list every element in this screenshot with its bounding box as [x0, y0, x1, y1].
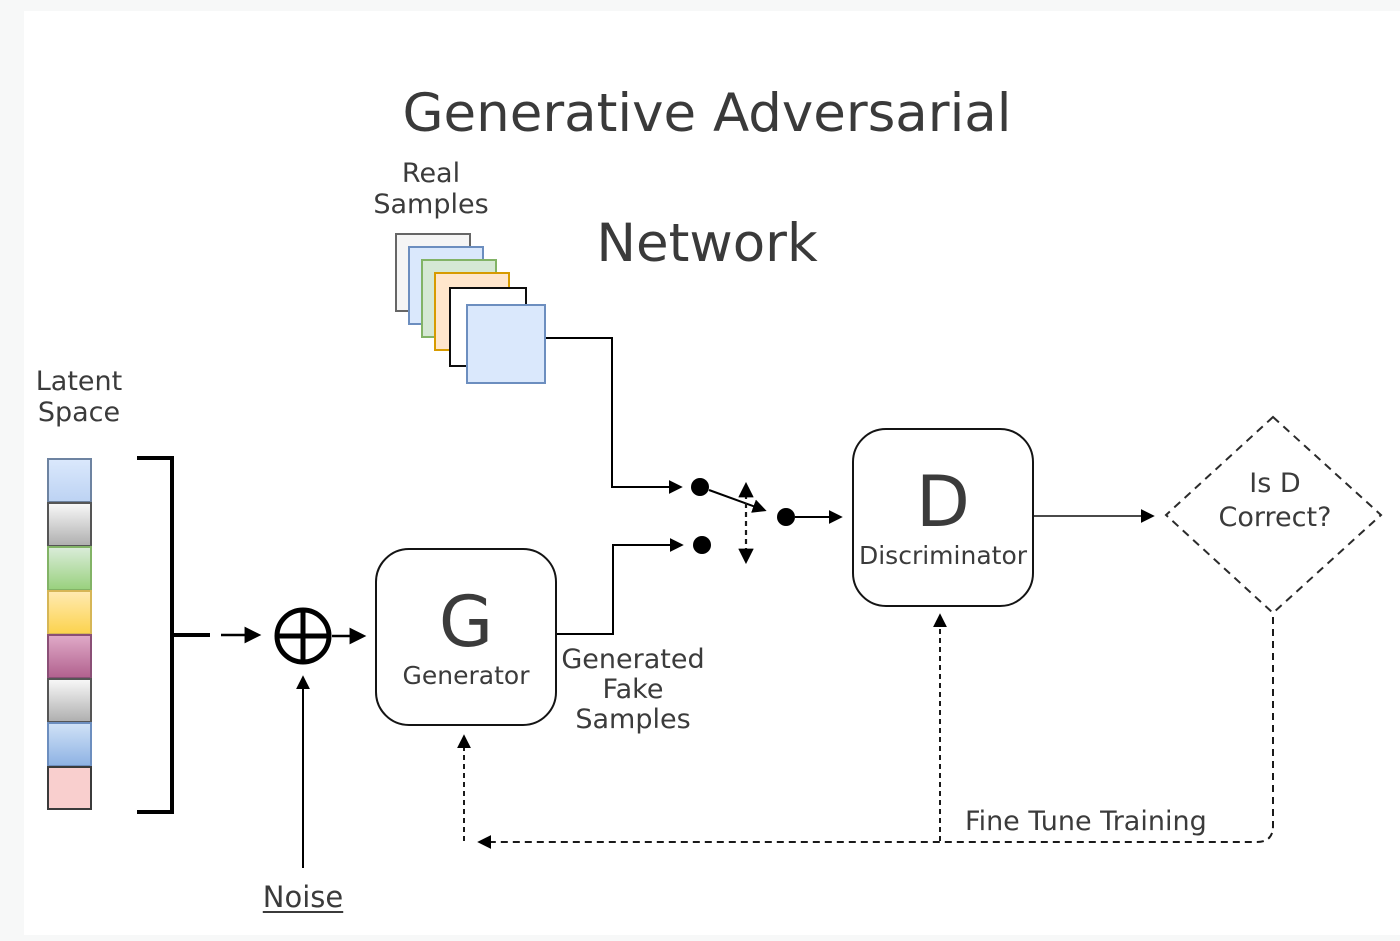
latent-space-label: Latent Space [35, 366, 123, 428]
generator-symbol: G [438, 580, 494, 663]
generator-label: Generator [402, 660, 530, 690]
latent-cell [47, 458, 92, 503]
real-samples-line [546, 337, 683, 494]
latent-cell [47, 766, 92, 810]
switch-lever-arrow [708, 489, 767, 513]
noise-label: Noise [262, 880, 344, 914]
latent-cell [47, 502, 92, 547]
switch-fake-dot [693, 536, 711, 554]
real-samples-label: Real Samples [373, 158, 489, 220]
decision-diamond-label: Is D Correct? [1218, 468, 1332, 533]
discriminator-node: D Discriminator [852, 428, 1034, 607]
diagram-title: Generative Adversarial Network [402, 16, 1011, 341]
diagram-background [24, 11, 1400, 935]
latent-cell [47, 722, 92, 767]
generated-fake-samples-label: Generated Fake Samples [561, 644, 705, 735]
latent-cell [47, 546, 92, 591]
title-line-2: Network [596, 213, 818, 274]
latent-cell [47, 678, 92, 723]
generator-output-line [554, 538, 684, 635]
switch-real-dot [691, 478, 709, 496]
fine-tune-training-label: Fine Tune Training [965, 806, 1207, 837]
latent-cell [47, 590, 92, 635]
feedback-from-decision-path [477, 617, 1274, 849]
title-line-1: Generative Adversarial [402, 83, 1012, 144]
latent-bracket [137, 456, 210, 814]
real-sample-card-front [466, 304, 546, 384]
discriminator-label: Discriminator [858, 541, 1028, 570]
discriminator-symbol: D [916, 461, 970, 543]
generator-node: G Generator [375, 548, 557, 726]
switch-output-dot [777, 508, 795, 526]
xor-node-icon [274, 607, 332, 665]
latent-cell [47, 634, 92, 679]
decision-diamond [1164, 415, 1383, 615]
